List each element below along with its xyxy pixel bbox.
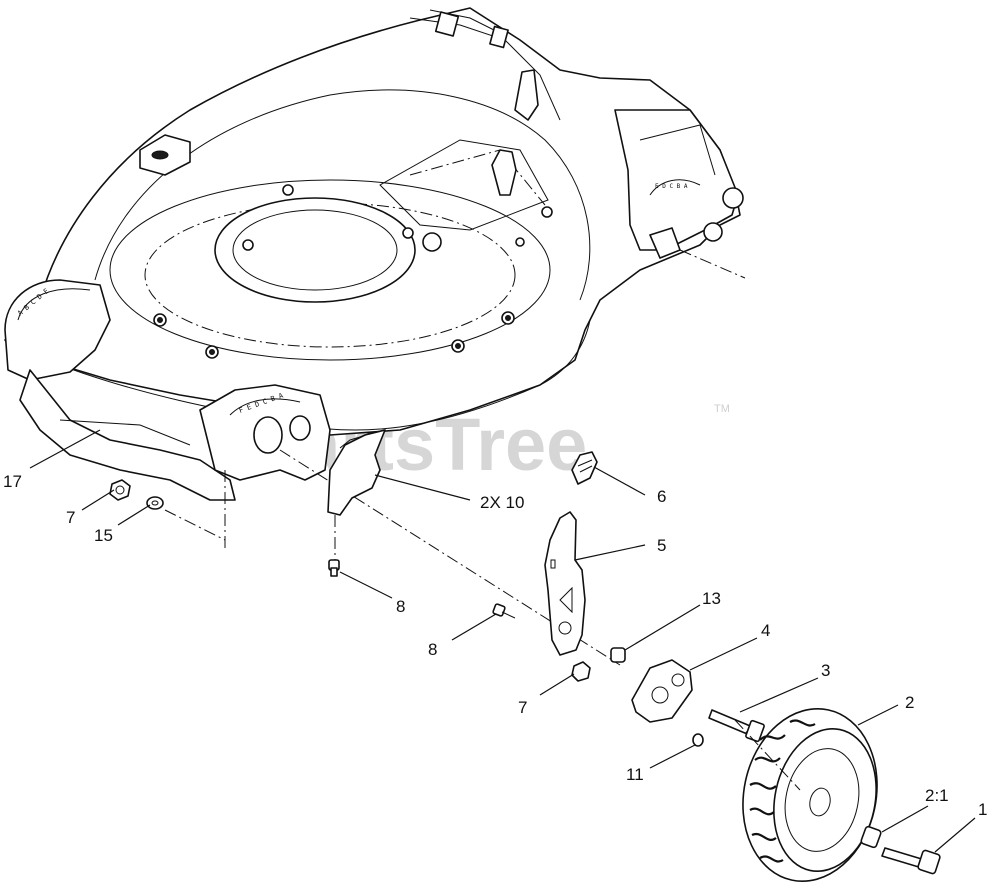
callout-13: 13 [702,589,721,608]
part-1-bolt [881,847,941,875]
part-4-bracket [631,659,693,723]
callout-8-right: 8 [428,640,437,659]
part-15-washer [146,496,164,510]
part-10-plate [327,429,386,560]
part-5-lever [544,511,586,656]
callout-4: 4 [761,621,770,640]
svg-text:E D C B A: E D C B A [655,183,688,190]
callout-2: 2 [905,693,914,712]
part-3-axle-bolt [708,709,765,743]
callout-2x10: 2X 10 [480,493,524,512]
watermark-trademark: TM [714,403,730,415]
callout-7-right: 7 [518,698,527,717]
callout-17: 17 [3,472,22,491]
callout-5: 5 [657,536,666,555]
part-13-spacer [610,647,626,663]
part-2-1-bushing [860,825,882,849]
part-8-screw-left [328,559,340,577]
part-7-nut-left [109,479,131,501]
callout-15: 15 [94,526,113,545]
leader-lines [29,429,976,853]
mower-deck-housing: E D C B A A B C D E F E D C B A [4,7,746,666]
callout-1: 1 [978,800,987,819]
part-2-wheel [734,708,878,882]
callout-11: 11 [626,765,644,784]
callout-6: 6 [657,487,666,506]
callout-7-left: 7 [66,508,75,527]
part-6-knob [571,451,598,485]
part-11-washer [692,733,704,747]
part-8-screw-right [492,603,516,619]
callout-3: 3 [821,661,830,680]
callout-2-1: 2:1 [925,786,949,805]
callout-8-left: 8 [396,597,405,616]
part-7-nut-right [571,661,591,682]
